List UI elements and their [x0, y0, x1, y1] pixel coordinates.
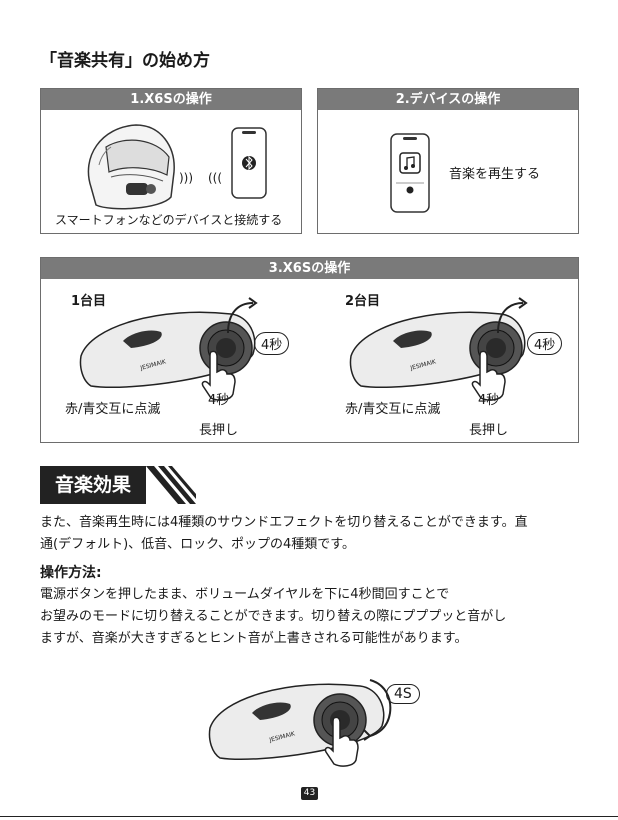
phone-bluetooth-icon: [231, 127, 267, 199]
hand-press-icon: [471, 350, 506, 401]
helmet-icon: [87, 124, 175, 210]
method-line3: ますが、音楽が大きすぎるとヒント音が上書きされる可能性があります。: [40, 631, 468, 646]
step1-caption: スマートフォンなどのデバイスと接続する: [55, 213, 283, 227]
step2-caption: 音楽を再生する: [449, 167, 541, 182]
step3-title: 3.X6Sの操作: [41, 258, 578, 279]
rotate-label: 4S: [386, 684, 420, 704]
unit2-label: 2台目: [345, 294, 381, 309]
section-title: 音楽効果: [40, 466, 146, 504]
hand-press-icon: [324, 716, 359, 767]
step2-title: 2.デバイスの操作: [318, 89, 578, 110]
method-line2: お望みのモードに切り替えることができます。切り替えの際にプププッと音がし: [40, 609, 507, 624]
step2-panel: 2.デバイスの操作 音楽を再生する: [317, 88, 579, 234]
method-line1: 電源ボタンを押したまま、ボリュームダイヤルを下に4秒間回すことで: [40, 587, 450, 602]
unit2-hold-label: 4秒: [527, 332, 563, 355]
unit2-press-text: 長押し: [469, 423, 509, 438]
section-body-line2: 通(デフォルト)、低音、ロック、ポップの4種類です。: [40, 537, 355, 552]
step3-panel: 3.X6Sの操作 1台目 JESIMAIK 4秒 4秒 赤/青交互に点滅 長押し…: [40, 257, 579, 443]
rotate-arrow-icon: [363, 679, 392, 741]
phone-music-icon: [390, 133, 430, 213]
unit1-press-label: 4秒: [208, 393, 230, 408]
unit1-press-text: 長押し: [199, 423, 239, 438]
badge-stripes: [146, 466, 196, 504]
rotate-arrow-icon: [497, 297, 528, 334]
step1-panel: 1.X6Sの操作 ))) ((( スマートフォンなどのデバイスと接続する: [40, 88, 302, 234]
wave-right: (((: [208, 171, 223, 185]
method-title: 操作方法:: [40, 565, 102, 581]
unit1-hold-label: 4秒: [254, 332, 290, 355]
unit2-led-text: 赤/青交互に点滅: [345, 402, 441, 417]
unit2-press-label: 4秒: [478, 393, 500, 408]
rotate-arrow-icon: [227, 297, 258, 334]
page-number: 43: [301, 787, 318, 800]
wave-left: ))): [179, 171, 194, 185]
unit1-label: 1台目: [71, 294, 107, 309]
section-body-line1: また、音楽再生時には4種類のサウンドエフェクトを切り替えることができます。直: [40, 515, 528, 530]
step1-title: 1.X6Sの操作: [41, 89, 301, 110]
page-heading: 「音楽共有」の始め方: [40, 51, 210, 71]
unit1-led-text: 赤/青交互に点滅: [65, 402, 161, 417]
footer-divider: [0, 816, 618, 817]
hand-press-icon: [201, 350, 236, 401]
